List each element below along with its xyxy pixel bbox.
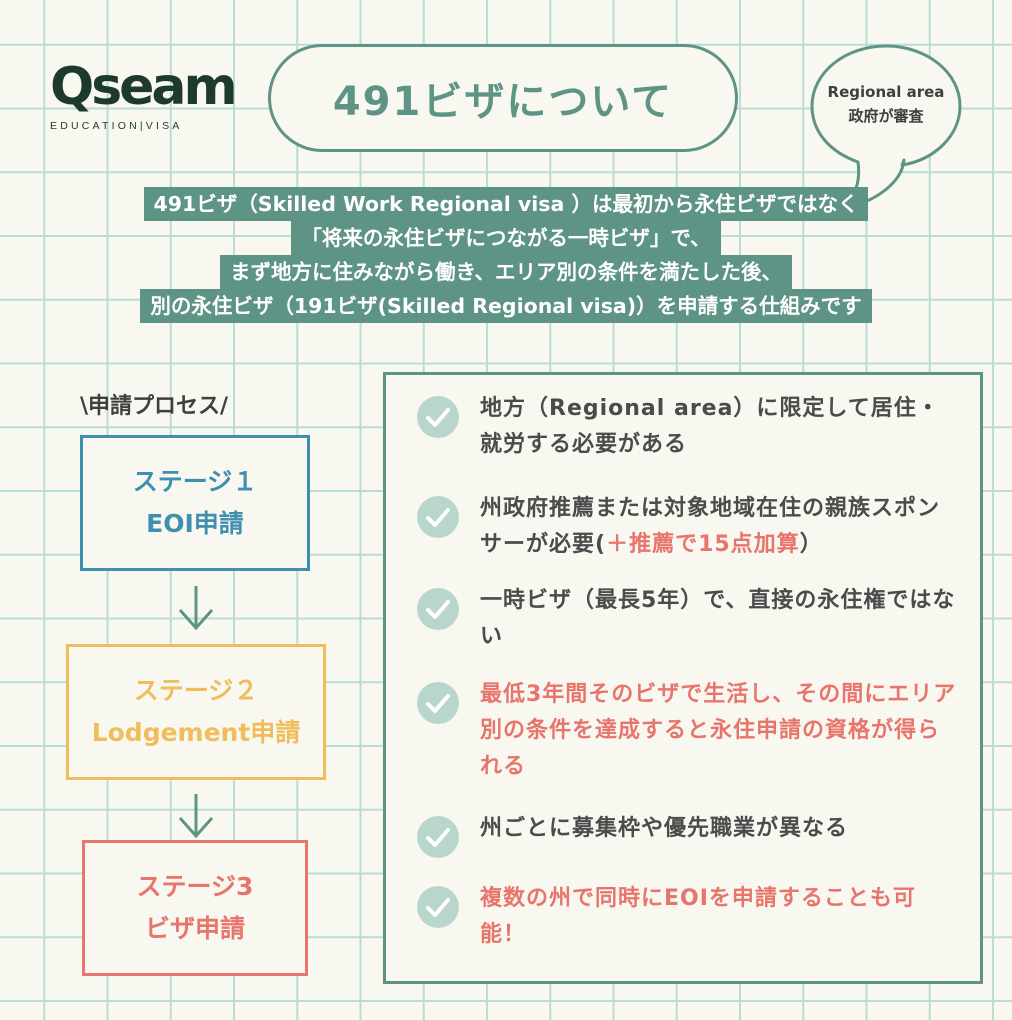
- point-4: 最低3年間そのビザで生活し、その間にエリア別の条件を達成すると永住申請の資格が得…: [480, 682, 957, 779]
- point-2-highlight: ＋推薦で15点加算: [606, 532, 800, 557]
- stage-2-title: ステージ２: [133, 676, 259, 705]
- stage-1-label: EOI申請: [146, 509, 244, 538]
- bubble-line-1: Regional area: [827, 83, 945, 101]
- check-circle-icon: [417, 396, 459, 438]
- stage-2-box: ステージ２ Lodgement申請: [66, 644, 326, 780]
- brand-logo: Qseam EDUCATION|VISA: [50, 58, 240, 132]
- point-2-close: ）: [799, 532, 823, 557]
- point-1: 地方（Regional area）に限定して居住・就労する必要がある: [480, 396, 940, 457]
- check-circle-icon: [417, 886, 459, 928]
- bubble-text: Regional area 政府が審査: [806, 80, 966, 128]
- logo-word: Qseam: [50, 57, 238, 117]
- logo-subtitle: EDUCATION|VISA: [50, 120, 183, 132]
- speech-bubble: Regional area 政府が審査: [806, 42, 966, 212]
- stage-3-label: ビザ申請: [144, 914, 245, 943]
- check-circle-icon: [417, 682, 459, 724]
- page-title: 491ビザについて: [332, 79, 674, 125]
- point-5: 州ごとに募集枠や優先職業が異なる: [480, 816, 849, 841]
- arrow-down-icon: [178, 586, 214, 631]
- intro-text: 491ビザ（Skilled Work Regional visa ）は最初から永…: [0, 187, 1012, 323]
- point-6: 複数の州で同時にEOIを申請することも可能！: [480, 886, 916, 947]
- stage-3-title: ステージ3: [136, 872, 254, 901]
- stage-1-title: ステージ１: [132, 467, 258, 496]
- points-panel: 地方（Regional area）に限定して居住・就労する必要がある 州政府推薦…: [383, 372, 983, 984]
- point-2-text: 州政府推薦または対象地域在住の親族スポンサーが必要(: [480, 496, 941, 557]
- title-pill: 491ビザについて: [268, 44, 738, 152]
- process-heading: \申請プロセス/: [80, 394, 229, 419]
- intro-line-1: 491ビザ（Skilled Work Regional visa ）は最初から永…: [143, 187, 869, 221]
- intro-line-4: 別の永住ビザ（191ビザ(Skilled Regional visa)）を申請す…: [140, 289, 872, 323]
- point-3: 一時ビザ（最長5年）で、直接の永住権ではない: [480, 588, 956, 649]
- bubble-line-2: 政府が審査: [848, 107, 924, 125]
- check-circle-icon: [417, 816, 459, 858]
- stage-1-box: ステージ１ EOI申請: [80, 435, 310, 571]
- stage-3-box: ステージ3 ビザ申請: [82, 840, 308, 976]
- point-2: 州政府推薦または対象地域在住の親族スポンサーが必要(＋推薦で15点加算）: [480, 491, 960, 563]
- check-circle-icon: [417, 588, 459, 630]
- intro-line-3: まず地方に住みながら働き、エリア別の条件を満たした後、: [219, 255, 793, 289]
- intro-line-2: 「将来の永住ビザにつながる一時ビザ」で、: [291, 221, 721, 255]
- arrow-down-icon: [178, 794, 214, 839]
- check-circle-icon: [417, 496, 459, 538]
- stage-2-label: Lodgement申請: [91, 718, 301, 747]
